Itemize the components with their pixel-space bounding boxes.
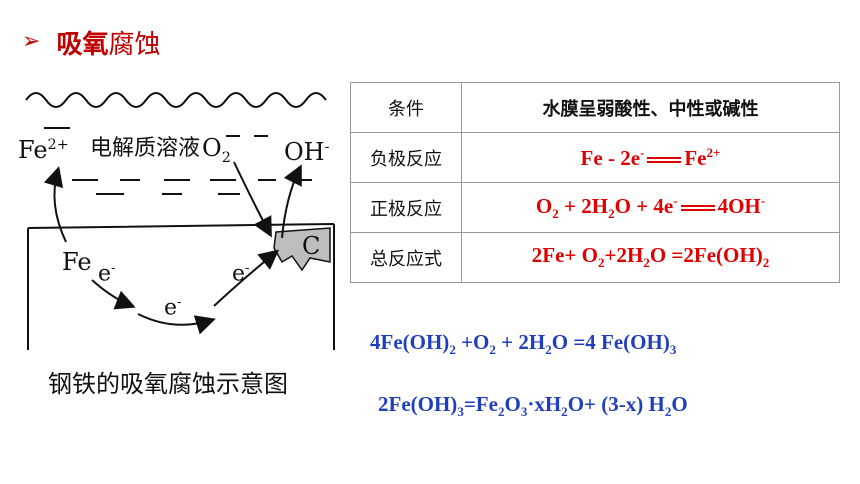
electron-flow-arrow-1 [91,279,136,310]
corrosion-diagram: Fe2+ 电解质溶液 O2 OH- Fe e- e- e- C 钢铁的吸氧腐蚀示… [14,84,338,414]
electrolyte-label: 电解质溶液 [90,136,201,161]
electron-label-3: e- [232,261,250,287]
table-row: 总反应式 2Fe+ O2+2H2O =2Fe(OH)2 [350,232,840,283]
solution-dashes [44,127,312,195]
row-label-anode: 负极反应 [350,132,462,183]
table-row: 正极反应 O2 + 2H2O + 4e-4OH- [350,182,840,233]
row-value-overall: 2Fe+ O2+2H2O =2Fe(OH)2 [461,232,840,283]
diagram-caption: 钢铁的吸氧腐蚀示意图 [48,370,288,398]
fe-ion-label: Fe2+ [18,136,69,164]
table-row: 负极反应 Fe - 2e-Fe2+ [350,132,840,183]
reaction-table: 条件 水膜呈弱酸性、中性或碱性 负极反应 Fe - 2e-Fe2+ 正极反应 O… [350,82,840,283]
o2-label: O2 [202,134,231,166]
bullet-arrow-icon: ➢ [22,29,41,54]
carbon-label: C [302,232,321,260]
heading-title-normal: 腐蚀 [108,29,161,60]
water-surface-wave [25,92,327,108]
fe-label: Fe [62,248,92,276]
row-label-condition: 条件 [350,82,462,133]
equation-hydroxide-oxidation: 4Fe(OH)2 +O2 + 2H2O =4 Fe(OH)3 [370,330,677,358]
electron-flow-arrow-3 [213,249,280,307]
row-value-cathode: O2 + 2H2O + 4e-4OH- [461,182,840,233]
electron-label-2: e- [164,295,182,321]
section-heading: ➢ 吸氧 腐蚀 [22,24,160,60]
row-label-overall: 总反应式 [350,232,462,283]
oxygen-diffusion-arrow [233,161,272,238]
electron-flow-arrow-2 [137,313,216,335]
table-row: 条件 水膜呈弱酸性、中性或碱性 [350,82,840,133]
equals-double-line-icon [680,203,715,213]
equals-double-line-icon [647,155,682,165]
electron-label-1: e- [98,261,116,287]
fe-ion-arrow [43,166,67,243]
row-label-cathode: 正极反应 [350,182,462,233]
heading-title-bold: 吸氧 [56,29,109,60]
diagram-drawing [25,92,335,350]
oh-release-arrow [281,164,302,239]
equation-rust-formation: 2Fe(OH)3=Fe2O3·xH2O+ (3-x) H2O [378,392,688,420]
oh-label: OH- [284,138,330,166]
row-value-condition: 水膜呈弱酸性、中性或碱性 [461,82,840,133]
row-value-anode: Fe - 2e-Fe2+ [461,132,840,183]
